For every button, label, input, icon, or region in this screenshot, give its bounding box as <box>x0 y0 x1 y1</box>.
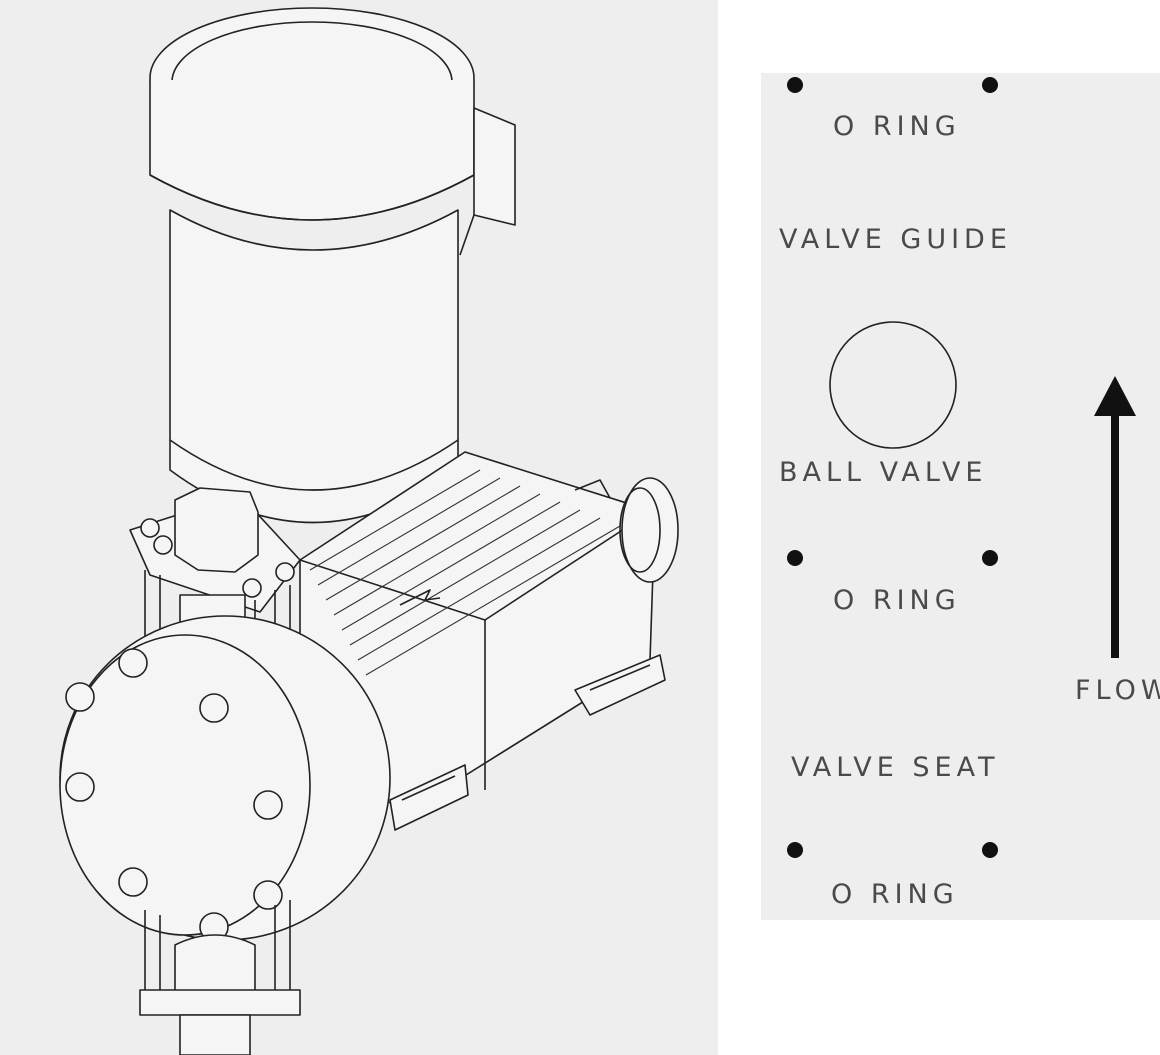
o-ring-middle-label: O RING <box>833 585 961 616</box>
valve-seat-label: VALVE SEAT <box>791 752 999 783</box>
valve-diagram-panel: O RING VALVE GUIDE BALL VALVE O RING VAL… <box>761 73 1160 920</box>
pump-illustration <box>59 7 679 1055</box>
ball-valve-label: BALL VALVE <box>779 457 987 488</box>
flow-arrow <box>1094 376 1136 658</box>
o-ring-top-label: O RING <box>833 111 961 142</box>
gear-housing <box>299 451 656 811</box>
pump-head <box>59 615 391 942</box>
o-ring-middle-left-dot <box>787 550 803 566</box>
o-ring-top-right-dot <box>982 77 998 93</box>
arrow-head-icon <box>1094 376 1136 416</box>
o-ring-top-left-dot <box>787 77 803 93</box>
motor-cap <box>149 7 516 256</box>
o-ring-bottom-label: O RING <box>831 879 959 910</box>
lower-valve-assembly <box>139 900 301 1055</box>
ball-valve-circle <box>829 321 957 449</box>
o-ring-bottom-right-dot <box>982 842 998 858</box>
flow-label: FLOW <box>1075 675 1160 706</box>
pump-drawing-panel <box>0 0 718 1055</box>
o-ring-middle-right-dot <box>982 550 998 566</box>
valve-guide-label: VALVE GUIDE <box>779 224 1012 255</box>
motor-body <box>169 209 459 524</box>
mounting-feet <box>389 654 666 831</box>
valve-schematic: O RING VALVE GUIDE BALL VALVE O RING VAL… <box>779 77 1160 910</box>
stroke-knob <box>574 477 679 583</box>
o-ring-bottom-left-dot <box>787 842 803 858</box>
